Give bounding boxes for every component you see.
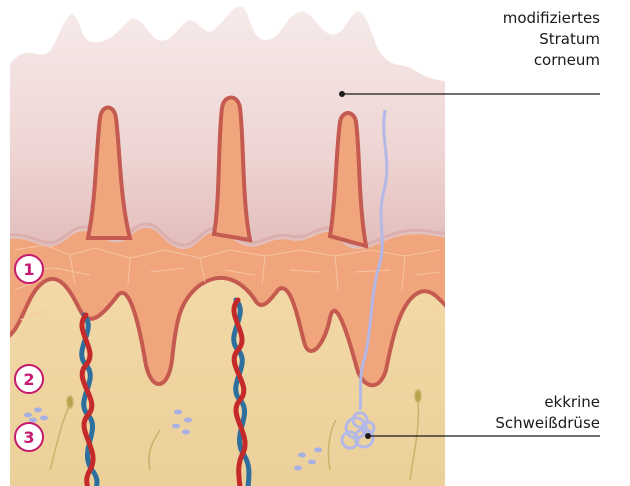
label-sweat-gland-line-2: Schweißdrüse — [495, 413, 600, 434]
label-stratum-corneum-line-2: Stratum — [503, 29, 600, 50]
label-stratum-corneum-line-1: modifiziertes — [503, 8, 600, 29]
label-sweat-gland: ekkrine Schweißdrüse — [495, 392, 600, 434]
label-stratum-corneum-line-3: corneum — [503, 50, 600, 71]
layer-badge-3: 3 — [14, 422, 44, 452]
layer-badge-2: 2 — [14, 364, 44, 394]
label-sweat-gland-line-1: ekkrine — [495, 392, 600, 413]
layer-badge-1: 1 — [14, 254, 44, 284]
label-stratum-corneum: modifiziertes Stratum corneum — [503, 8, 600, 71]
